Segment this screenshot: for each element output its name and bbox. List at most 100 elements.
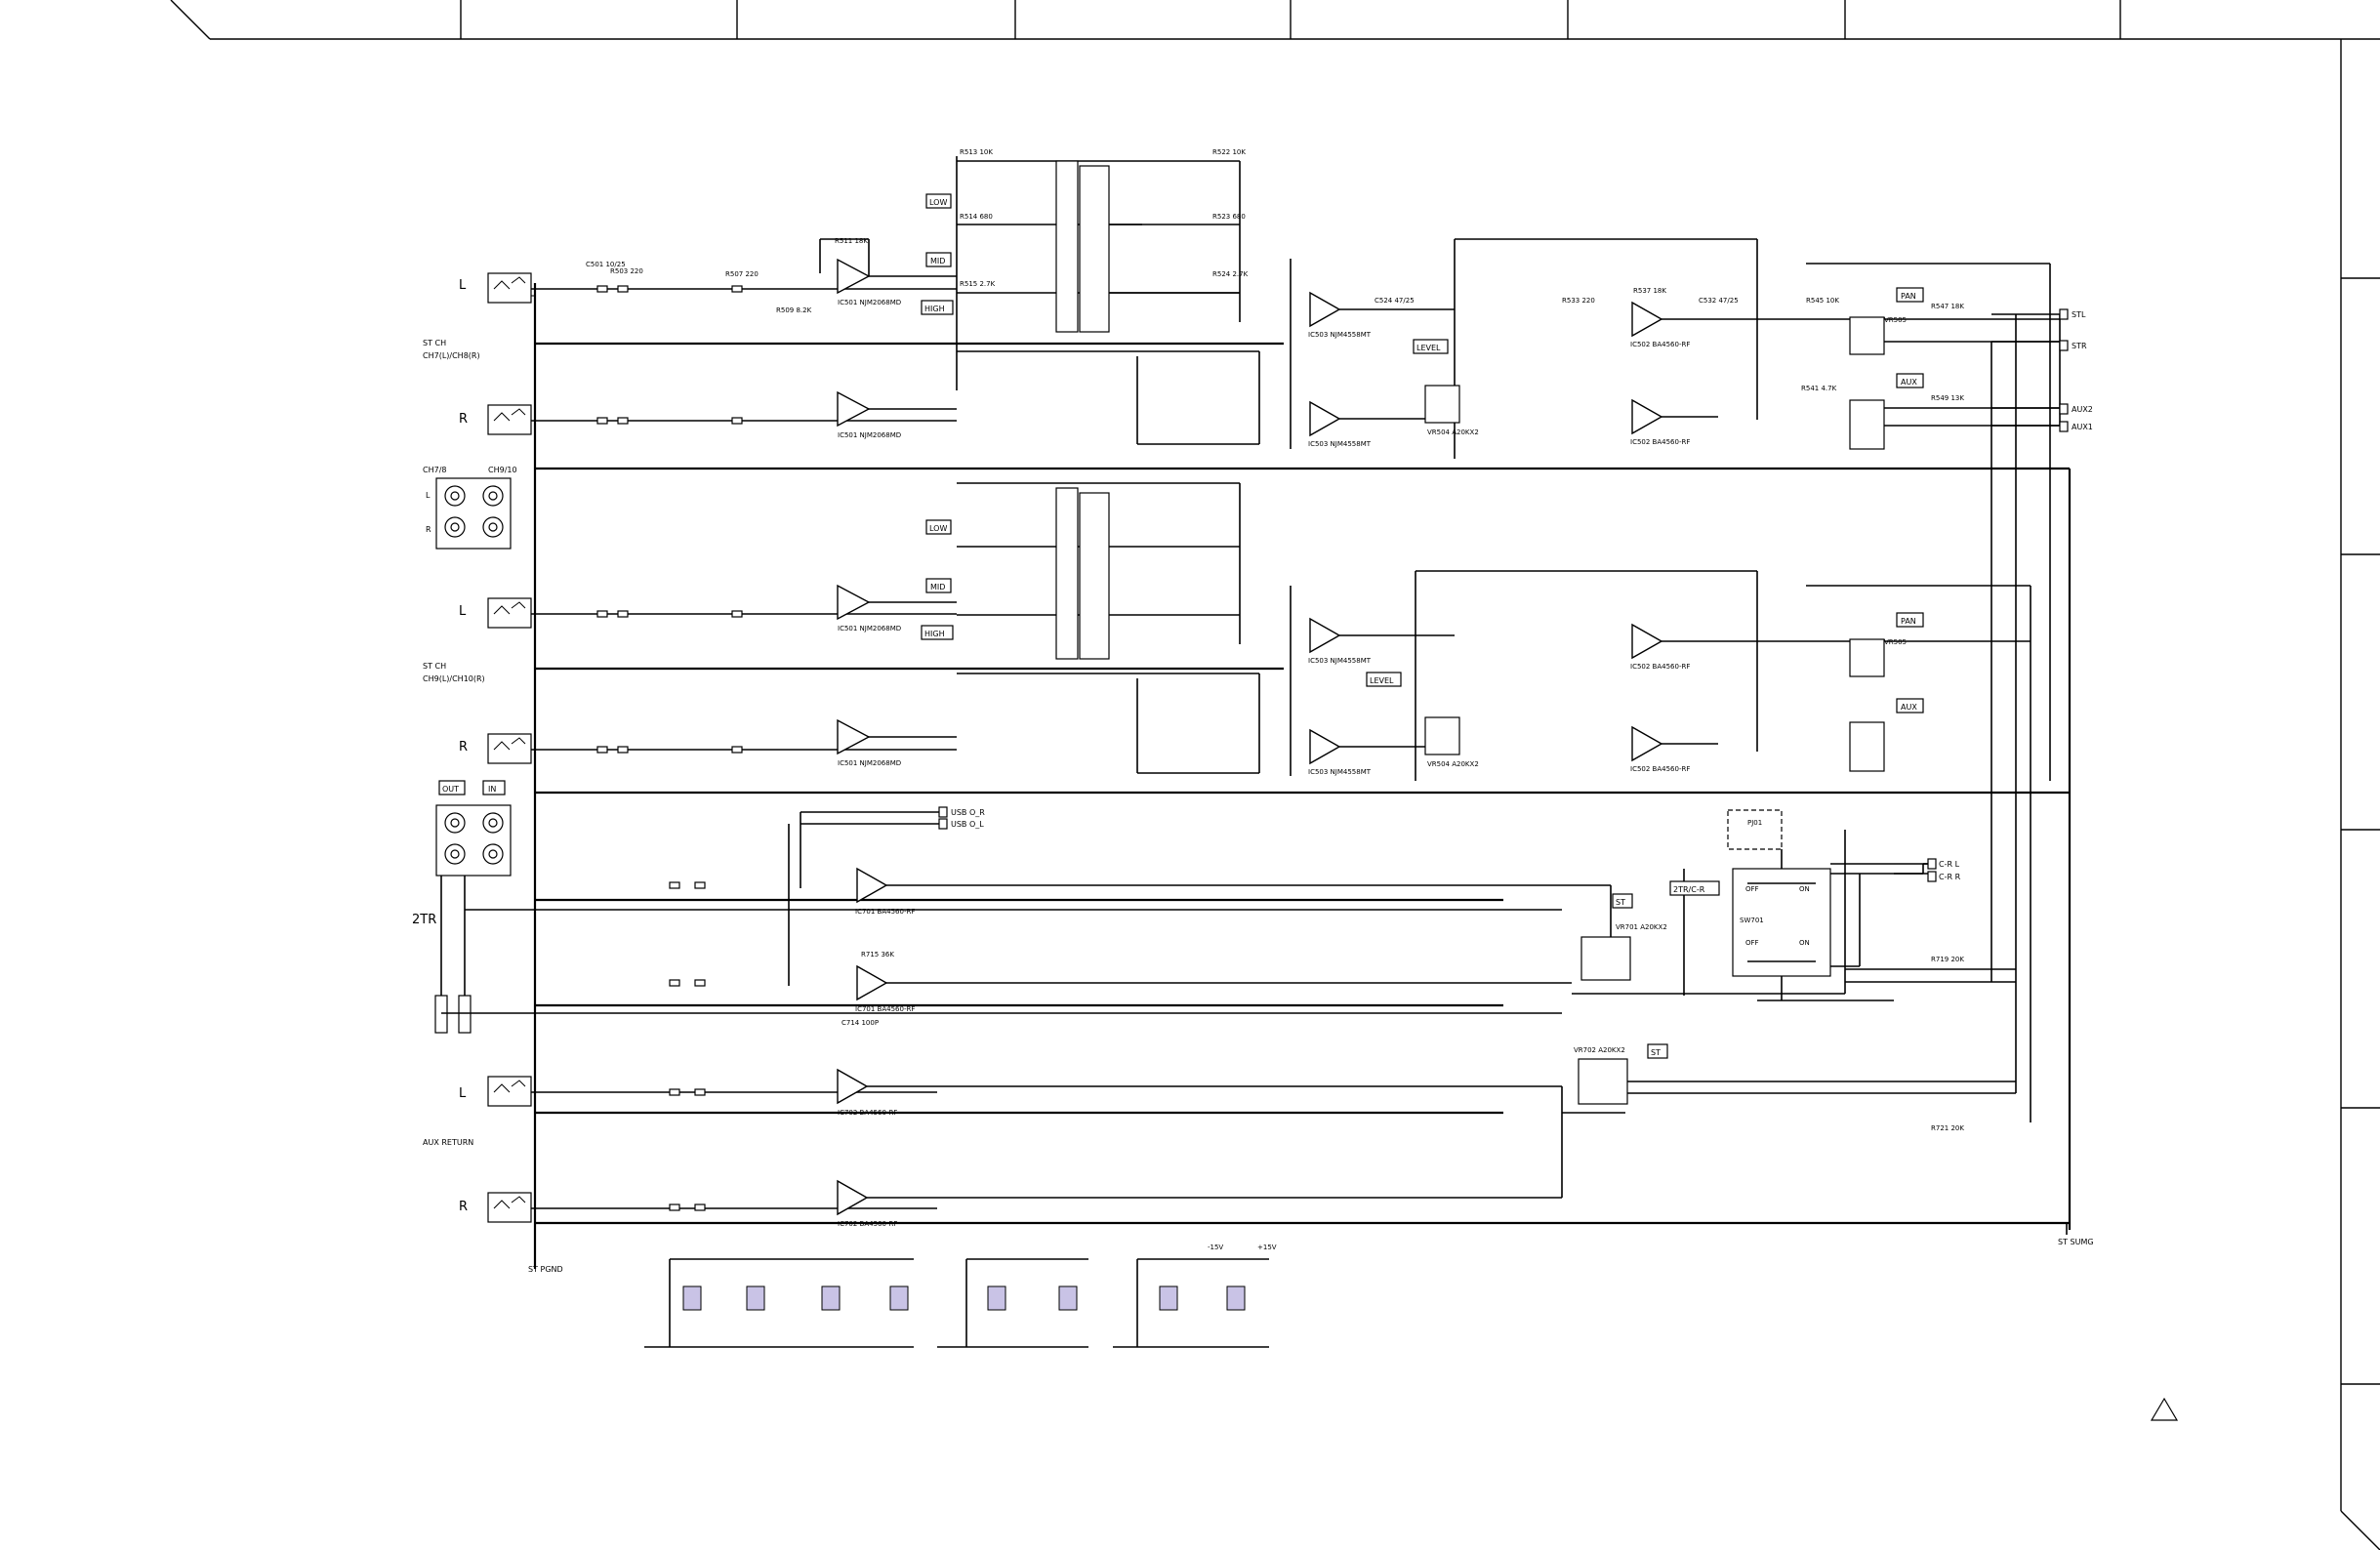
right-label-2: R bbox=[459, 740, 468, 755]
jack-aux-l bbox=[487, 1076, 532, 1107]
r715-value: R715 36K bbox=[861, 951, 894, 959]
mid-tag-1: MID bbox=[930, 257, 945, 265]
part-labels: IC501 NJM2068MD IC501 NJM2068MD IC501 NJ… bbox=[838, 299, 1907, 1251]
r547-value: R547 18K bbox=[1931, 303, 1964, 310]
r545-value: R545 10K bbox=[1806, 297, 1839, 305]
r541-value: R541 4.7K bbox=[1801, 385, 1837, 392]
right-label-3: R bbox=[459, 1200, 468, 1214]
jack-aux-r bbox=[487, 1192, 532, 1223]
r513-value: R513 10K bbox=[960, 148, 993, 156]
left-label-3: L bbox=[459, 1086, 467, 1101]
r514-value: R514 680 bbox=[960, 213, 993, 221]
aux-tag-1: AUX bbox=[1901, 378, 1917, 387]
ic702-opamp-b bbox=[837, 1179, 869, 1216]
ic701-label-2: IC701 BA4560-RF bbox=[855, 1005, 915, 1013]
tags: LOW MID HIGH LOW MID HIGH LEVEL LEVEL PA… bbox=[921, 193, 1924, 1059]
r515-value: R515 2.7K bbox=[960, 280, 996, 288]
in-tag: IN bbox=[488, 785, 496, 794]
sw701-on-upper: ON bbox=[1799, 885, 1810, 893]
level-pan-aux-lower bbox=[1415, 570, 2031, 1122]
aux2-output: AUX2 bbox=[2072, 405, 2093, 414]
sheet-frame bbox=[170, 0, 2380, 1550]
low-tag-1: LOW bbox=[929, 198, 947, 207]
component-markers bbox=[596, 285, 743, 1211]
two-tr-label: 2TR bbox=[412, 913, 436, 927]
ic701-label-1: IC701 BA4560-RF bbox=[855, 908, 915, 916]
ic501-label-2: IC501 NJM2068MD bbox=[838, 431, 901, 439]
rca-jacks-ch: L R bbox=[426, 477, 512, 550]
r721-value: R721 20K bbox=[1931, 1124, 1964, 1132]
ic503-label-4: IC503 NJM4558MT bbox=[1308, 768, 1372, 776]
crr-output: C-R R bbox=[1939, 873, 1961, 881]
ground-busses bbox=[533, 283, 2072, 1269]
r509-value: R509 8.2K bbox=[776, 306, 812, 314]
ic702-label-1: IC702 BA4560-RF bbox=[838, 1109, 897, 1117]
input-labels: L R ST CH CH7(L)/CH8(R) CH7/8 CH9/10 L S… bbox=[412, 278, 517, 1214]
phone-jacks bbox=[487, 272, 532, 1223]
r533-value: R533 220 bbox=[1562, 297, 1595, 305]
mid-tag-2: MID bbox=[930, 583, 945, 591]
ic502-label-4: IC502 BA4560-RF bbox=[1630, 765, 1690, 773]
ic502-label-3: IC502 BA4560-RF bbox=[1630, 663, 1690, 671]
two-tr-section bbox=[441, 809, 2016, 1216]
ic503-label-1: IC503 NJM4558MT bbox=[1308, 331, 1372, 339]
aux-tag-2: AUX bbox=[1901, 703, 1917, 712]
jack-st-a-l bbox=[487, 272, 532, 304]
c524-value: C524 47/25 bbox=[1375, 297, 1415, 305]
rca-r-label: R bbox=[426, 525, 431, 534]
ic501-label-1: IC501 NJM2068MD bbox=[838, 299, 901, 306]
ic701-opamp-b bbox=[856, 964, 888, 1001]
eq-network-upper bbox=[957, 160, 1292, 449]
c501-value: C501 10/25 bbox=[586, 261, 626, 268]
usb-l-output: USB O_L bbox=[951, 820, 984, 829]
rca-l-label: L bbox=[426, 491, 431, 500]
c532-value: C532 47/25 bbox=[1699, 297, 1739, 305]
r503-value: R503 220 bbox=[610, 267, 643, 275]
strip-rows bbox=[531, 390, 1455, 765]
crl-output: C-R L bbox=[1939, 860, 1960, 869]
low-tag-2: LOW bbox=[929, 524, 947, 533]
st-tag-1: ST bbox=[1616, 898, 1625, 907]
revision-triangle-icon bbox=[2150, 1397, 2179, 1421]
r537-value: R537 18K bbox=[1633, 287, 1666, 295]
pan-tag-1: PAN bbox=[1901, 292, 1916, 301]
ic503-label-3: IC503 NJM4558MT bbox=[1308, 657, 1372, 665]
left-label-1: L bbox=[459, 278, 467, 293]
str-output: STR bbox=[2072, 342, 2087, 350]
supply-pos-label: +15V bbox=[1257, 1244, 1277, 1251]
level-tag-1: LEVEL bbox=[1416, 344, 1441, 352]
sumg-label: ST SUMG bbox=[2058, 1238, 2094, 1246]
sw701-off-upper: OFF bbox=[1745, 885, 1759, 893]
decoupling-ic-row bbox=[644, 1258, 1269, 1348]
component-values: C501 10/25 R503 220 R507 220 R509 8.2K R… bbox=[586, 148, 1964, 1132]
vr505-label-1: VR505 bbox=[1884, 316, 1907, 324]
left-label-2: L bbox=[459, 604, 467, 619]
r511-value: R511 18K bbox=[835, 237, 868, 245]
pgnd-label: ST PGND bbox=[528, 1265, 563, 1274]
output-rails bbox=[788, 308, 2069, 1093]
ch78-label: CH7/8 bbox=[423, 466, 446, 474]
level-pan-aux-upper bbox=[1424, 238, 2065, 781]
ic702-label-2: IC702 BA4560-RF bbox=[838, 1220, 897, 1228]
st-ch-b-sub-label: CH9(L)/CH10(R) bbox=[423, 674, 485, 683]
jack-st-a-r bbox=[487, 404, 532, 435]
eq-network-lower bbox=[957, 482, 1292, 776]
ic701-opamp-a bbox=[856, 867, 888, 904]
ic502-label-2: IC502 BA4560-RF bbox=[1630, 438, 1690, 446]
r549-value: R549 13K bbox=[1931, 394, 1964, 402]
r523-value: R523 680 bbox=[1212, 213, 1246, 221]
sw701-on-lower: ON bbox=[1799, 939, 1810, 947]
high-tag-1: HIGH bbox=[924, 305, 945, 313]
level-tag-2: LEVEL bbox=[1370, 676, 1394, 685]
vr504-label-2: VR504 A20KX2 bbox=[1427, 760, 1479, 768]
strip-a-left bbox=[531, 156, 1455, 390]
ic501-label-3: IC501 NJM2068MD bbox=[838, 625, 901, 632]
ch910-label: CH9/10 bbox=[488, 466, 517, 474]
ic702-opamp-a bbox=[837, 1068, 869, 1105]
aux-return-label: AUX RETURN bbox=[423, 1138, 473, 1147]
r719-value: R719 20K bbox=[1931, 956, 1964, 963]
vr701-label: VR701 A20KX2 bbox=[1616, 923, 1667, 931]
sw701-off-lower: OFF bbox=[1745, 939, 1759, 947]
st-ch-b-label: ST CH bbox=[423, 662, 446, 671]
